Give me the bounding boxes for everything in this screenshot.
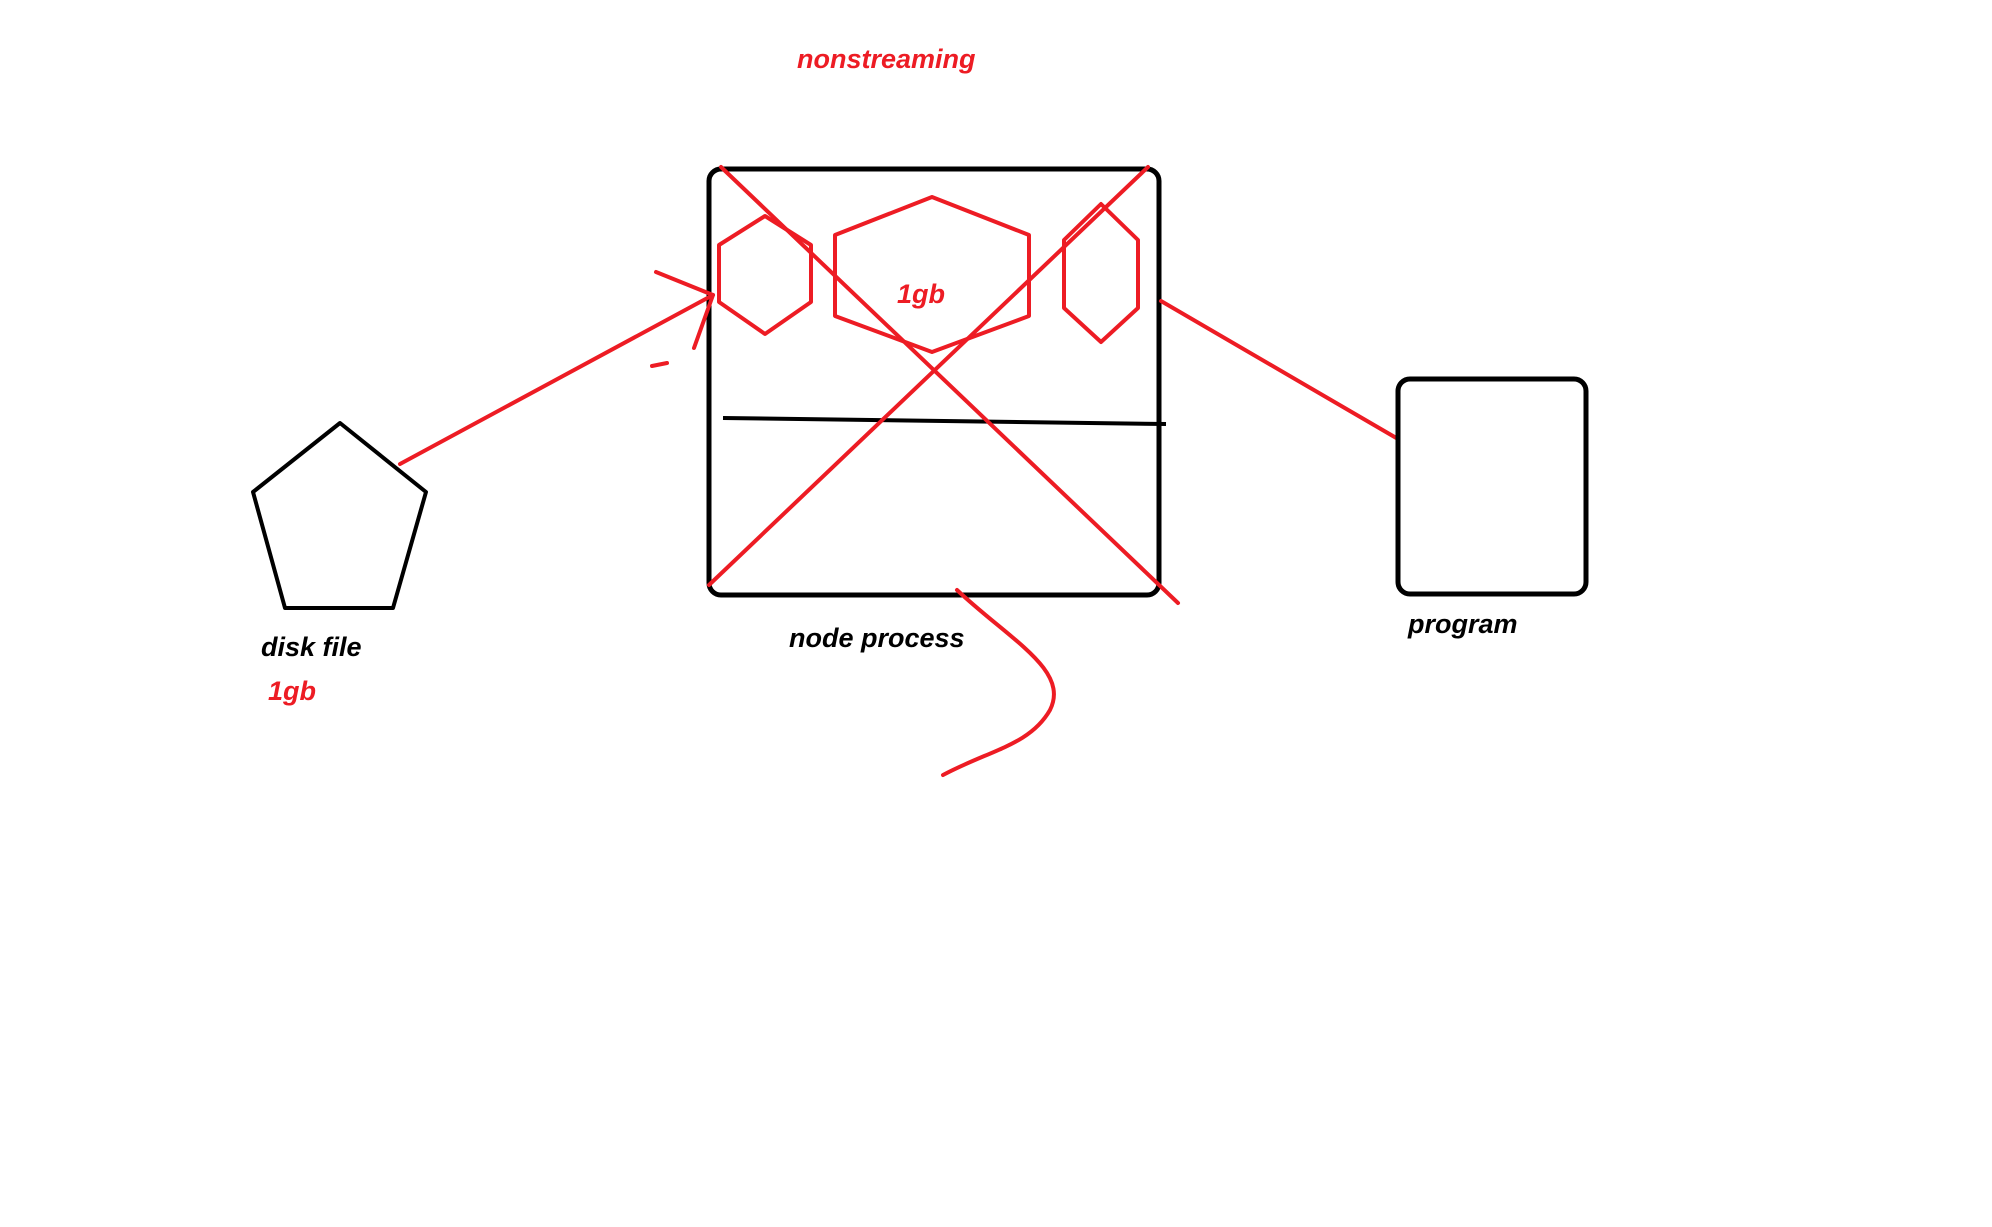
- disk-file-label: disk file: [261, 632, 362, 662]
- disk-file-size-label: 1gb: [268, 676, 316, 706]
- diagram-title: nonstreaming: [797, 44, 976, 74]
- small-chunk-hexagon-right: [1062, 202, 1140, 344]
- cross-out-line-2: [707, 165, 1150, 587]
- program-box: [1395, 376, 1589, 597]
- stray-dash-mark: [650, 361, 669, 368]
- large-chunk-hexagon: [833, 195, 1031, 354]
- input-arrow-line: [398, 293, 715, 466]
- output-connector-line: [1159, 299, 1400, 441]
- cross-out-line-1: [719, 165, 1180, 605]
- input-arrowhead-icon: [654, 270, 715, 350]
- node-process-divider: [722, 416, 1167, 426]
- squiggle-curve: [941, 588, 1056, 777]
- program-label: program: [1407, 609, 1518, 639]
- small-chunk-hexagon-left: [717, 214, 813, 336]
- disk-file-pentagon-icon: [251, 421, 428, 610]
- node-process-box: [706, 166, 1162, 598]
- node-process-label: node process: [789, 623, 965, 653]
- buffer-size-label: 1gb: [897, 279, 945, 309]
